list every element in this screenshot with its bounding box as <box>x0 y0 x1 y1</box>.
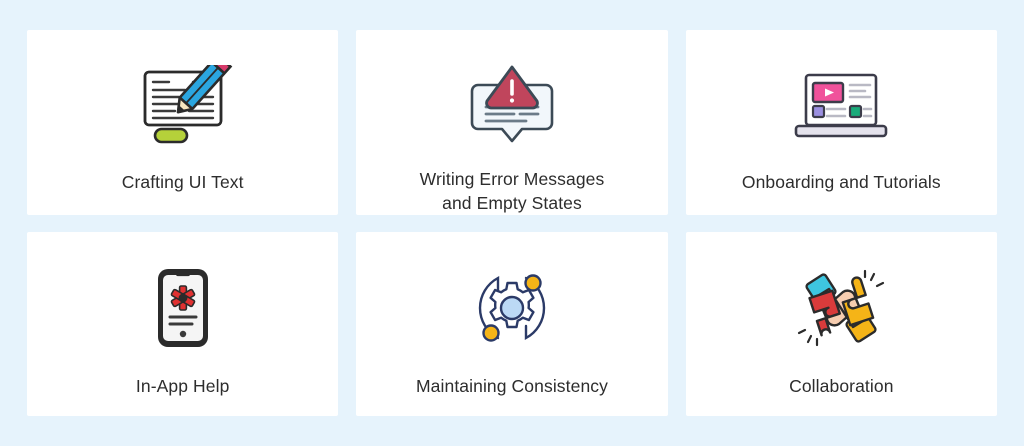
document-pencil-icon <box>131 56 235 160</box>
card-in-app-help[interactable]: In-App Help <box>27 231 339 416</box>
topic-card-grid: Crafting UI Text Writing Error Messages … <box>27 30 997 416</box>
card-label: Writing Error Messages and Empty States <box>419 168 605 213</box>
gear-orbit-icon <box>469 256 555 360</box>
card-label: Maintaining Consistency <box>416 375 608 396</box>
card-maintaining-consistency[interactable]: Maintaining Consistency <box>356 231 668 416</box>
laptop-video-icon <box>793 56 889 160</box>
card-label: Onboarding and Tutorials <box>741 172 941 192</box>
card-label: Crafting UI Text <box>121 172 244 192</box>
card-crafting-ui-text[interactable]: Crafting UI Text <box>27 30 339 215</box>
smartphone-help-icon <box>152 256 214 360</box>
warning-speech-bubble-icon <box>464 56 560 157</box>
card-collaboration[interactable]: Collaboration <box>685 231 997 416</box>
card-onboarding-and-tutorials[interactable]: Onboarding and Tutorials <box>685 30 997 215</box>
card-label: In-App Help <box>135 375 230 396</box>
card-writing-error-messages[interactable]: Writing Error Messages and Empty States <box>356 30 668 215</box>
card-label: Collaboration <box>789 375 894 396</box>
hands-puzzle-icon <box>795 256 887 360</box>
